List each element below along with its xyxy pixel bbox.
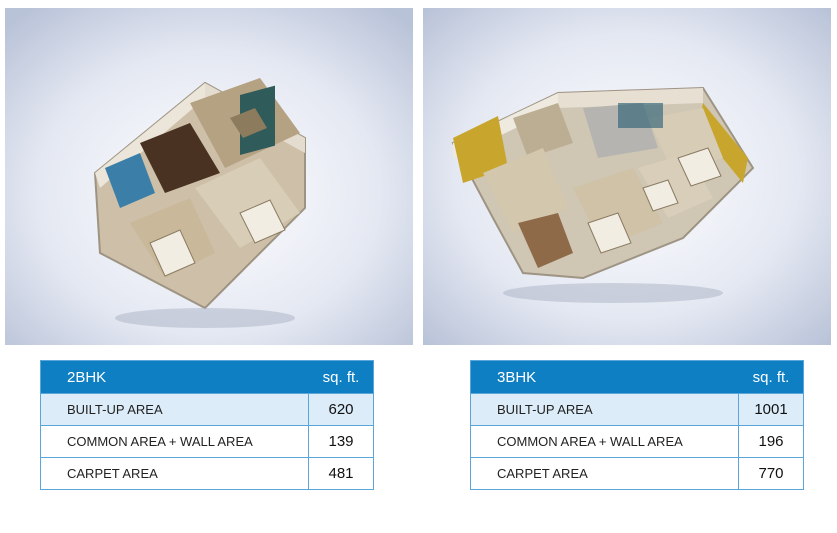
- floor-plan-3bhk-image: [423, 8, 831, 345]
- row-label: COMMON AREA + WALL AREA: [497, 434, 683, 449]
- table-header: 2BHK sq. ft.: [41, 361, 373, 393]
- plan-name: 2BHK: [67, 368, 107, 386]
- table-row: COMMON AREA + WALL AREA 139: [41, 425, 373, 457]
- unit-label: sq. ft.: [322, 368, 360, 386]
- row-label: CARPET AREA: [67, 466, 158, 481]
- table-row: COMMON AREA + WALL AREA 196: [471, 425, 803, 457]
- area-table-2bhk: 2BHK sq. ft. BUILT-UP AREA 620 COMMON AR…: [40, 360, 374, 490]
- floor-plan-2bhk-image: [5, 8, 413, 345]
- table-row: CARPET AREA 770: [471, 457, 803, 489]
- plan-name: 3BHK: [497, 368, 537, 386]
- row-value: 139: [308, 426, 373, 457]
- table-row: CARPET AREA 481: [41, 457, 373, 489]
- row-label: BUILT-UP AREA: [497, 402, 593, 417]
- row-label: BUILT-UP AREA: [67, 402, 163, 417]
- unit-label: sq. ft.: [752, 368, 790, 386]
- table-header: 3BHK sq. ft.: [471, 361, 803, 393]
- area-table-3bhk: 3BHK sq. ft. BUILT-UP AREA 1001 COMMON A…: [470, 360, 804, 490]
- row-value: 196: [738, 426, 803, 457]
- table-row: BUILT-UP AREA 1001: [471, 393, 803, 425]
- table-row: BUILT-UP AREA 620: [41, 393, 373, 425]
- row-value: 481: [308, 458, 373, 489]
- row-value: 1001: [738, 394, 803, 425]
- row-label: COMMON AREA + WALL AREA: [67, 434, 253, 449]
- row-value: 770: [738, 458, 803, 489]
- row-label: CARPET AREA: [497, 466, 588, 481]
- row-value: 620: [308, 394, 373, 425]
